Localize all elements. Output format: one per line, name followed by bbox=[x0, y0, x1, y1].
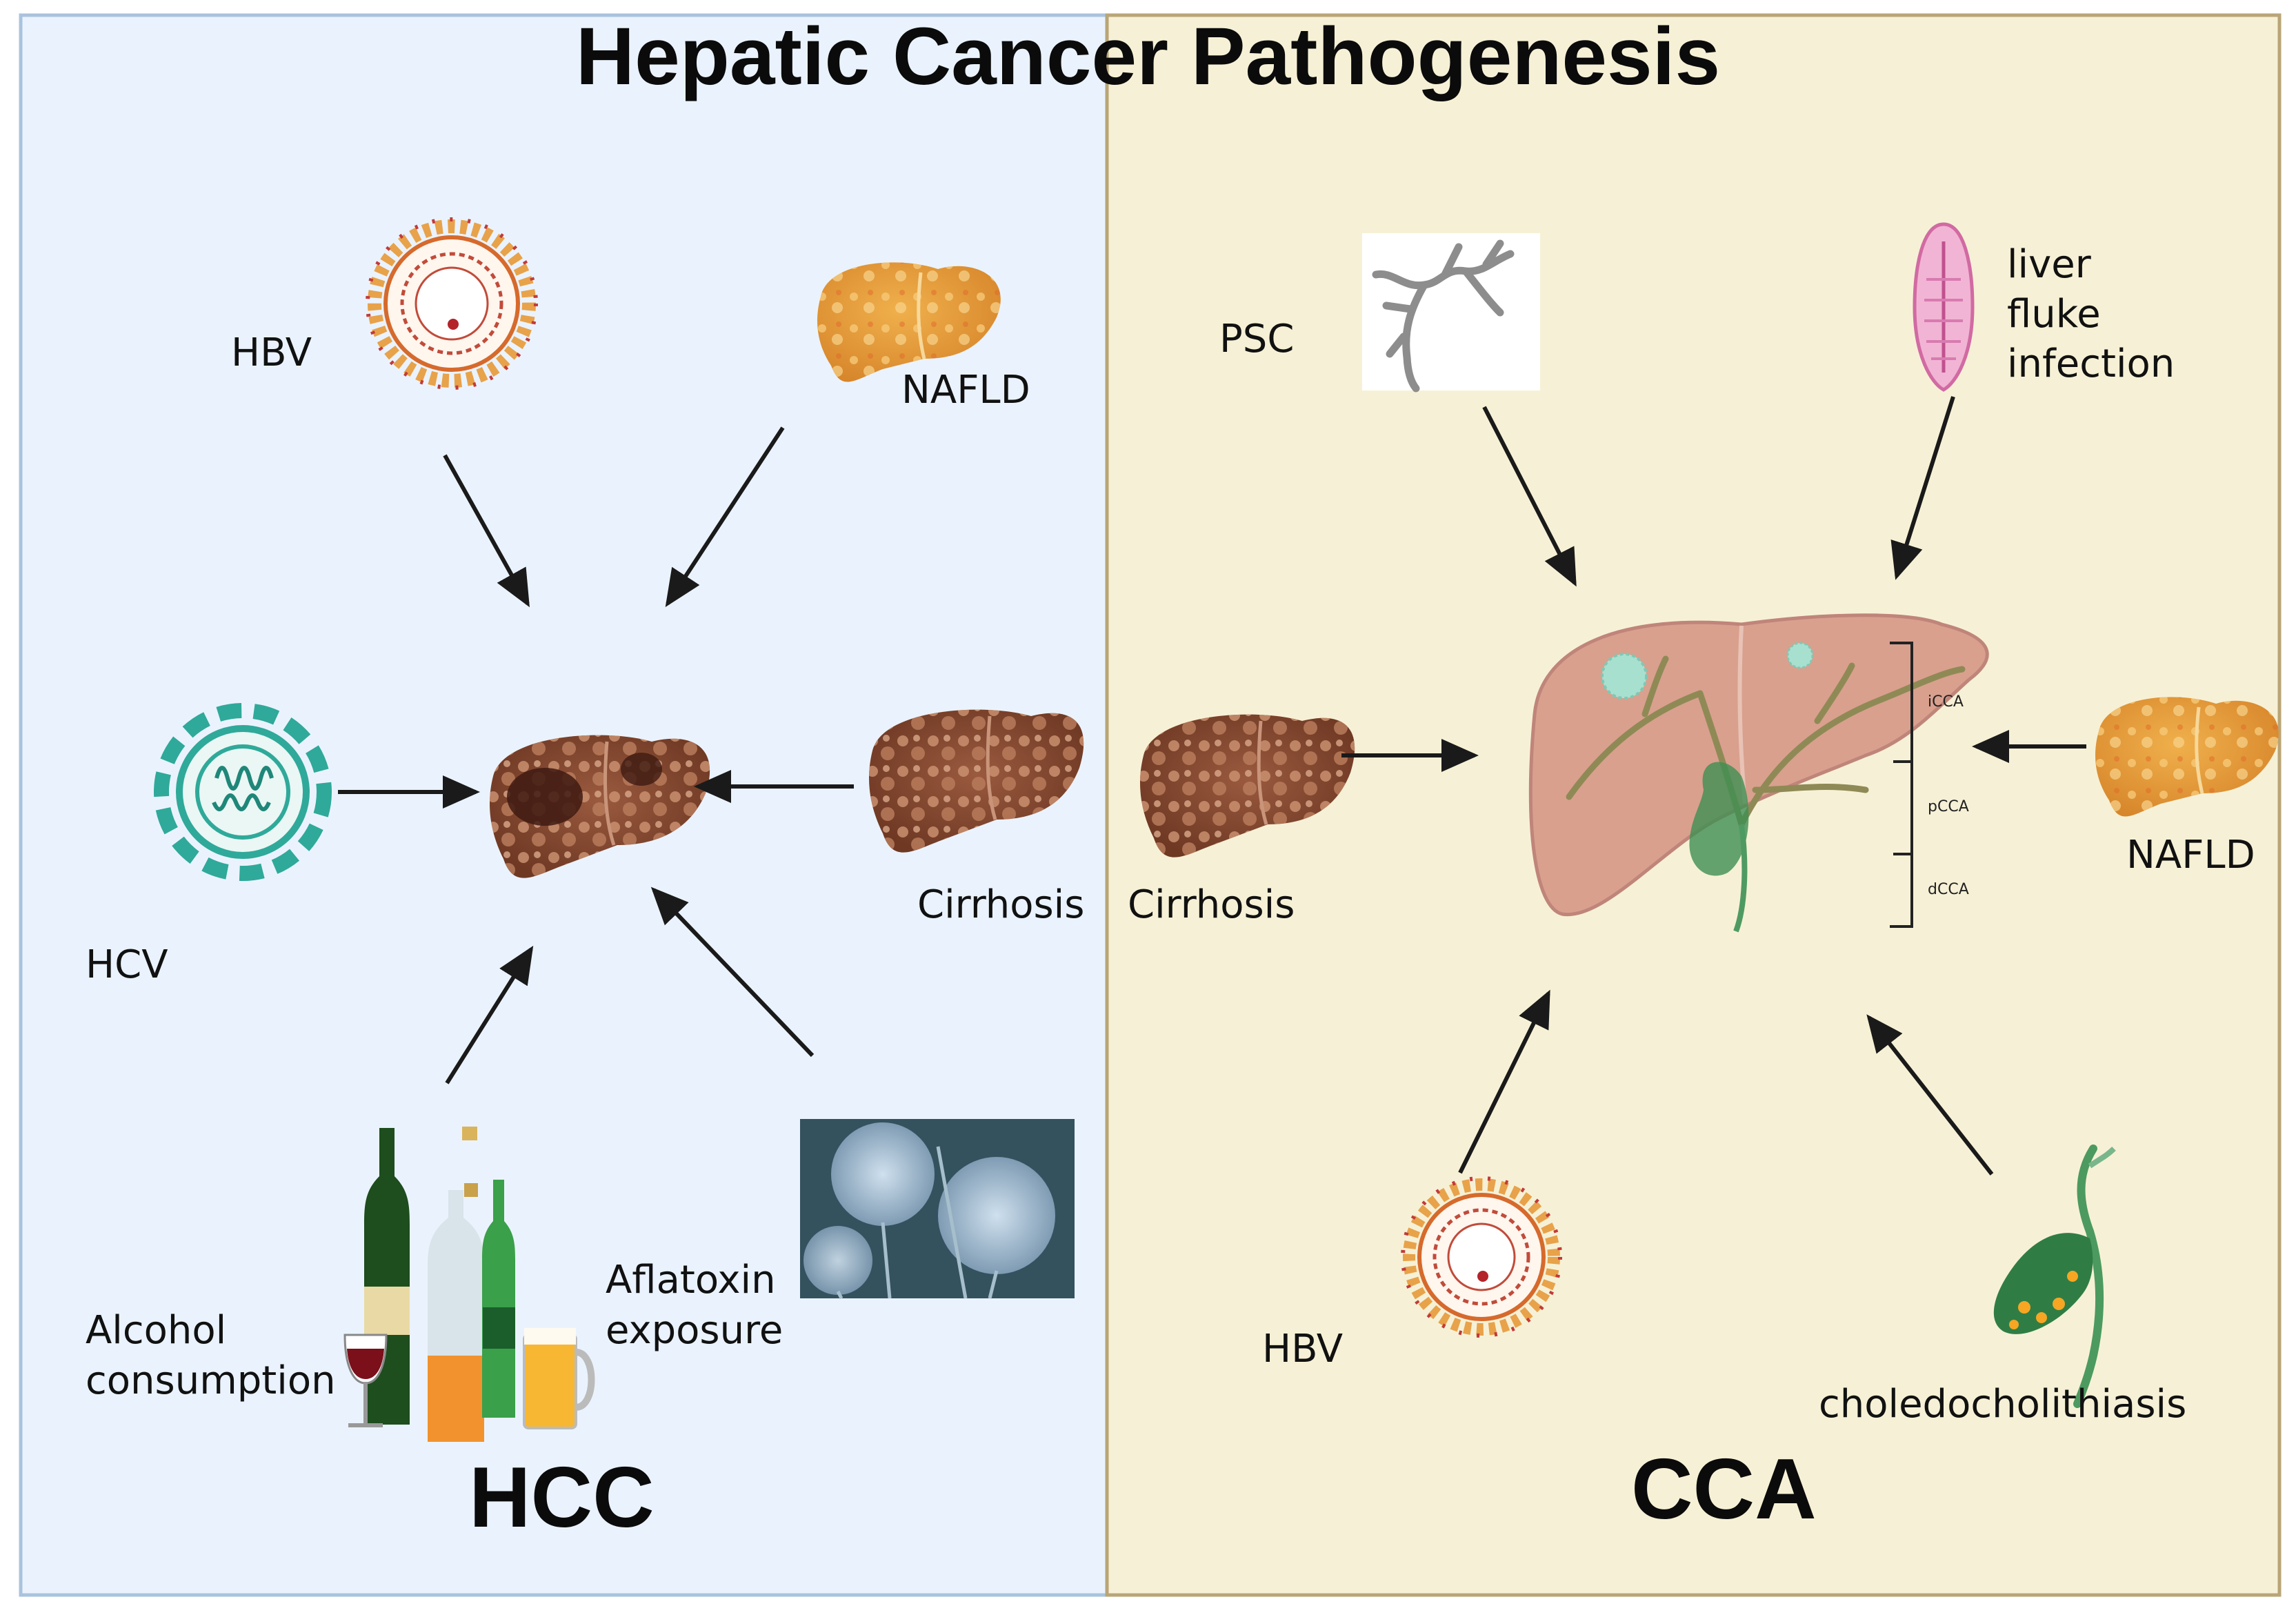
cca-label-psc: PSC bbox=[1219, 317, 1295, 361]
hcc-panel-label: HCC bbox=[469, 1450, 655, 1545]
hcc-label-alcohol-1: Alcohol bbox=[86, 1308, 227, 1353]
cca-subtype-dcca: dCCA bbox=[1928, 881, 1969, 898]
hcc-label-hcv: HCV bbox=[86, 942, 168, 987]
cca-label-fluke-1: liver bbox=[2007, 242, 2091, 287]
cca-label-cirrhosis: Cirrhosis bbox=[1128, 882, 1295, 927]
arrow-choledocholithiasis-to-cca bbox=[1866, 1014, 1994, 1176]
hcc-label-cirrhosis: Cirrhosis bbox=[917, 882, 1085, 927]
gallbladder-stones-icon bbox=[1993, 1145, 2116, 1408]
cca-label-choledocholithiasis: choledocholithiasis bbox=[1819, 1382, 2187, 1427]
cca-subtype-bracket bbox=[1890, 642, 1913, 928]
hcc-label-nafld: NAFLD bbox=[901, 368, 1030, 413]
hcc-label-hbv: HBV bbox=[231, 330, 312, 375]
arrow-alcohol-to-hcc bbox=[445, 945, 534, 1084]
arrow-aflatoxin-to-hcc bbox=[650, 886, 815, 1058]
liver-fluke-icon bbox=[1913, 222, 1975, 392]
liver-biliary-tree-icon bbox=[1528, 613, 1989, 933]
fatty-liver-icon bbox=[2095, 697, 2279, 817]
hbv-virus-icon bbox=[366, 217, 538, 390]
bile-duct-stricture-icon bbox=[1362, 233, 1540, 393]
fatty-liver-icon bbox=[817, 262, 1001, 382]
arrow-fluke-to-cca bbox=[1890, 396, 1955, 580]
cca-panel-label: CCA bbox=[1631, 1442, 1817, 1537]
arrow-nafld-to-hcc bbox=[665, 426, 785, 608]
diagram-title: Hepatic Cancer Pathogenesis bbox=[575, 11, 1721, 102]
cca-label-fluke-2: fluke bbox=[2007, 292, 2101, 337]
alcohol-bottles-icon bbox=[343, 1127, 595, 1442]
arrow-psc-to-cca bbox=[1482, 406, 1577, 587]
cca-label-nafld: NAFLD bbox=[2126, 833, 2255, 878]
arrow-hbv-to-cca bbox=[1458, 989, 1550, 1174]
hcc-label-aflatoxin-2: exposure bbox=[606, 1308, 783, 1353]
cca-subtype-icca: iCCA bbox=[1928, 693, 1964, 711]
arrow-hbv-to-hcc bbox=[443, 454, 530, 608]
hbv-virus-icon bbox=[1401, 1176, 1562, 1338]
hcv-virus-icon bbox=[154, 703, 332, 881]
cirrhotic-liver-icon bbox=[869, 709, 1084, 853]
aspergillus-mold-icon bbox=[800, 1119, 1075, 1300]
hcc-label-alcohol-2: consumption bbox=[86, 1358, 336, 1403]
cca-subtype-pcca: pCCA bbox=[1928, 798, 1969, 815]
hcc-label-aflatoxin-1: Aflatoxin bbox=[606, 1258, 776, 1302]
cca-label-hbv: HBV bbox=[1262, 1327, 1344, 1371]
cca-label-fluke-3: infection bbox=[2007, 341, 2175, 386]
tumor-liver-icon bbox=[490, 735, 710, 878]
cirrhotic-liver-icon bbox=[1140, 714, 1355, 858]
